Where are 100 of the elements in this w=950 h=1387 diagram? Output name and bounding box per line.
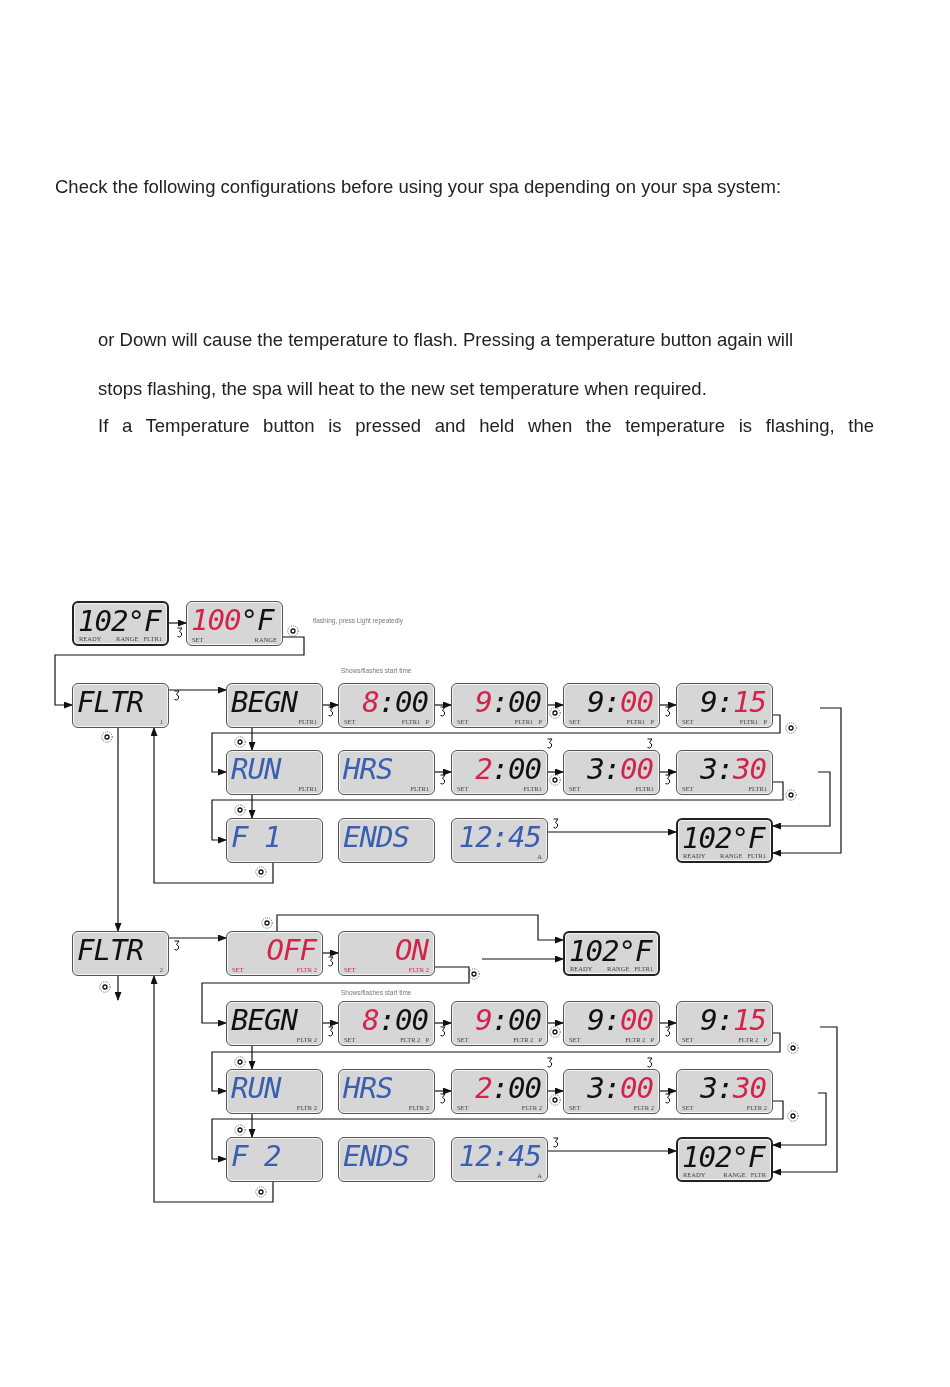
display-readout: 9:00: [587, 685, 653, 719]
display-readout: F 2: [231, 1139, 281, 1173]
display-readout: 9:00: [475, 1003, 541, 1037]
display-readout: HRS: [343, 752, 393, 786]
arrow: [772, 707, 842, 857]
arrow: [547, 1019, 564, 1027]
display-readout: 12:45: [458, 820, 541, 854]
display-readout: 102°F: [682, 1140, 765, 1174]
display-readout: 3:00: [587, 752, 653, 786]
lcd-display: [451, 1069, 548, 1114]
arrow: [434, 1087, 452, 1095]
paragraph-text: If a Temperature button is pressed and held when the temperature is flashing, the: [98, 415, 874, 437]
display-readout: RUN: [231, 752, 281, 786]
lcd-display: [563, 931, 660, 976]
display-readout: ENDS: [343, 1139, 409, 1173]
paragraph-text: Check the following configurations before using your spa depending on your spa system:: [55, 176, 783, 198]
display-readout: BEGN: [231, 1003, 297, 1037]
lcd-display: [338, 1137, 435, 1182]
lcd-display: [451, 1137, 548, 1182]
display-readout: FLTR: [77, 933, 143, 967]
arrow: [211, 1032, 781, 1095]
lcd-display: [226, 750, 323, 795]
lcd-display: [72, 601, 169, 646]
arrow: [248, 794, 256, 819]
arrow: [54, 636, 305, 709]
arrow: [434, 768, 452, 776]
arrow: [211, 1100, 784, 1163]
arrow: [248, 1045, 256, 1070]
lcd-display: [226, 1001, 323, 1046]
display-readout: 9:00: [587, 1003, 653, 1037]
display-readout: 8:00: [362, 685, 428, 719]
arrow: [434, 1019, 452, 1027]
display-readout: 8:00: [362, 1003, 428, 1037]
display-readout: HRS: [343, 1071, 393, 1105]
arrow: [168, 686, 227, 694]
lcd-display: [676, 750, 773, 795]
arrow: [659, 768, 677, 776]
lcd-display: [676, 818, 773, 863]
display-readout: ENDS: [343, 820, 409, 854]
arrow: [659, 701, 677, 709]
display-readout: 3:30: [700, 1071, 766, 1105]
display-readout: BEGN: [231, 685, 297, 719]
lcd-display: [226, 1069, 323, 1114]
arrow: [772, 1092, 827, 1149]
arrow: [772, 1026, 838, 1176]
arrow: [322, 949, 339, 957]
arrow: [114, 975, 122, 1001]
display-readout: F 1: [231, 820, 281, 854]
display-readout: 9:15: [700, 685, 766, 719]
arrow: [201, 966, 470, 1027]
lcd-display: [676, 683, 773, 728]
arrow: [150, 727, 274, 884]
arrow: [114, 727, 122, 932]
lcd-display: [338, 818, 435, 863]
lcd-display: [338, 931, 435, 976]
arrow: [211, 781, 784, 844]
arrow: [322, 1019, 339, 1027]
lcd-display: [451, 1001, 548, 1046]
lcd-display: [451, 683, 548, 728]
lcd-display: [676, 1069, 773, 1114]
display-readout: 102°F: [569, 934, 652, 968]
lcd-display: [226, 931, 323, 976]
arrow: [322, 701, 339, 709]
lcd-display: [676, 1001, 773, 1046]
arrow: [248, 1113, 256, 1138]
display-readout: 102°F: [78, 604, 161, 638]
lcd-display: [563, 1069, 660, 1114]
display-readout: 100°F: [191, 603, 274, 637]
display-readout: 9:15: [700, 1003, 766, 1037]
lcd-display: [226, 818, 323, 863]
display-readout: 9:00: [475, 685, 541, 719]
display-readout: 2:00: [475, 1071, 541, 1105]
display-readout: 102°F: [682, 821, 765, 855]
lcd-display: [338, 683, 435, 728]
arrow: [659, 1087, 677, 1095]
arrow: [659, 1019, 677, 1027]
arrow: [168, 934, 227, 942]
arrow: [547, 1147, 677, 1155]
display-readout: 3:00: [587, 1071, 653, 1105]
lcd-display: [563, 1001, 660, 1046]
lcd-display: [338, 750, 435, 795]
display-readout: RUN: [231, 1071, 281, 1105]
arrow: [547, 1087, 564, 1095]
display-readout: 2:00: [475, 752, 541, 786]
lcd-display: [226, 683, 323, 728]
paragraph-text: stops flashing, the spa will heat to the new set temperature when required.: [98, 378, 708, 400]
lcd-display: [451, 750, 548, 795]
lcd-display: [338, 1001, 435, 1046]
arrow: [547, 701, 564, 709]
arrow: [434, 701, 452, 709]
arrow: [481, 955, 564, 963]
arrow: [248, 727, 256, 751]
lcd-display: [226, 1137, 323, 1182]
lcd-display: [186, 601, 283, 646]
arrow: [547, 768, 564, 776]
arrow: [168, 619, 187, 627]
display-readout: FLTR: [77, 685, 143, 719]
arrow: [772, 771, 831, 830]
display-readout: OFF: [266, 933, 316, 967]
lcd-display: [338, 1069, 435, 1114]
